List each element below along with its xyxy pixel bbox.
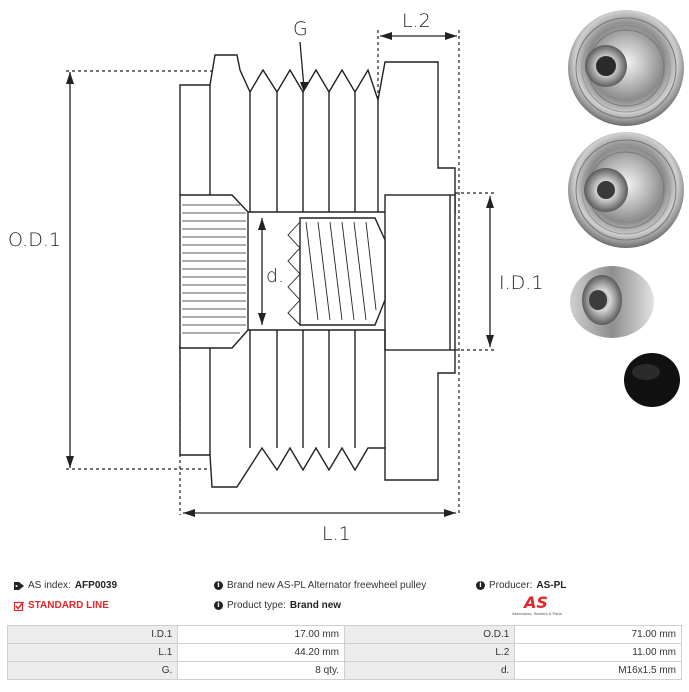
spec-value: 8 qty. xyxy=(177,661,345,680)
info-icon: i xyxy=(476,581,485,590)
id1-dimension xyxy=(455,192,496,351)
description-text: Brand new AS-PL Alternator freewheel pul… xyxy=(227,580,427,591)
standard-line: STANDARD LINE xyxy=(13,600,109,611)
spec-table: I.D.1 17.00 mm O.D.1 71.00 mm L.1 44.20 … xyxy=(6,625,682,680)
producer-value: AS-PL xyxy=(536,580,567,591)
as-index-line: AS index: AFP0039 xyxy=(14,580,117,591)
technical-drawing: O.D.1 L.2 G L.1 I.D.1 xyxy=(8,10,684,545)
g-arrow xyxy=(299,41,308,95)
knurl-lines xyxy=(182,204,246,334)
standard-line-label: STANDARD LINE xyxy=(28,600,109,611)
l2-label: L.2 xyxy=(402,10,431,32)
as-pl-logo: AS Alternators, Starters & Parts xyxy=(512,593,562,619)
thread-lines xyxy=(287,221,377,326)
spec-value: 71.00 mm xyxy=(514,625,682,644)
product-type-label: Product type: xyxy=(227,600,286,611)
info-icon: i xyxy=(214,581,223,590)
logo-tagline: Alternators, Starters & Parts xyxy=(512,611,562,616)
spec-value: 17.00 mm xyxy=(177,625,345,644)
spec-value: M16x1.5 mm xyxy=(514,661,682,680)
spec-value: 11.00 mm xyxy=(514,643,682,662)
checkbox-icon xyxy=(13,601,25,611)
spec-key: d. xyxy=(343,661,516,680)
spec-key: L.1 xyxy=(6,643,179,662)
d-dimension xyxy=(258,218,266,325)
product-photo-front xyxy=(568,10,684,126)
logo-mark: AS xyxy=(524,593,548,612)
od1-label: O.D.1 xyxy=(8,229,61,251)
product-photo-side xyxy=(570,266,654,338)
dust-cap-photo xyxy=(624,353,680,407)
spec-value: 44.20 mm xyxy=(177,643,345,662)
product-type-value: Brand new xyxy=(289,600,342,611)
l1-dimension xyxy=(179,340,456,517)
product-photo-rear xyxy=(568,132,684,248)
d-label: d. xyxy=(266,265,284,287)
spec-key: I.D.1 xyxy=(6,625,179,644)
info-icon: i xyxy=(214,601,223,610)
spec-key: O.D.1 xyxy=(343,625,516,644)
table-row: G. 8 qty. d. M16x1.5 mm xyxy=(6,661,682,680)
product-type-line: i Product type: Brand new xyxy=(214,600,341,611)
l2-dimension xyxy=(377,30,460,515)
id1-label: I.D.1 xyxy=(499,272,543,294)
spec-key: G. xyxy=(6,661,179,680)
tag-icon xyxy=(14,581,24,591)
g-label: G xyxy=(293,18,308,40)
spec-key: L.2 xyxy=(343,643,516,662)
table-row: L.1 44.20 mm L.2 11.00 mm xyxy=(6,643,682,662)
as-index-label: AS index: xyxy=(28,580,71,591)
producer-label: Producer: xyxy=(489,580,533,591)
l1-label: L.1 xyxy=(322,523,351,545)
pulley-section xyxy=(179,54,456,488)
as-index-value: AFP0039 xyxy=(74,580,118,591)
producer-line: i Producer: AS-PL xyxy=(476,580,566,591)
table-row: I.D.1 17.00 mm O.D.1 71.00 mm xyxy=(6,625,682,644)
description-line: i Brand new AS-PL Alternator freewheel p… xyxy=(214,580,426,591)
